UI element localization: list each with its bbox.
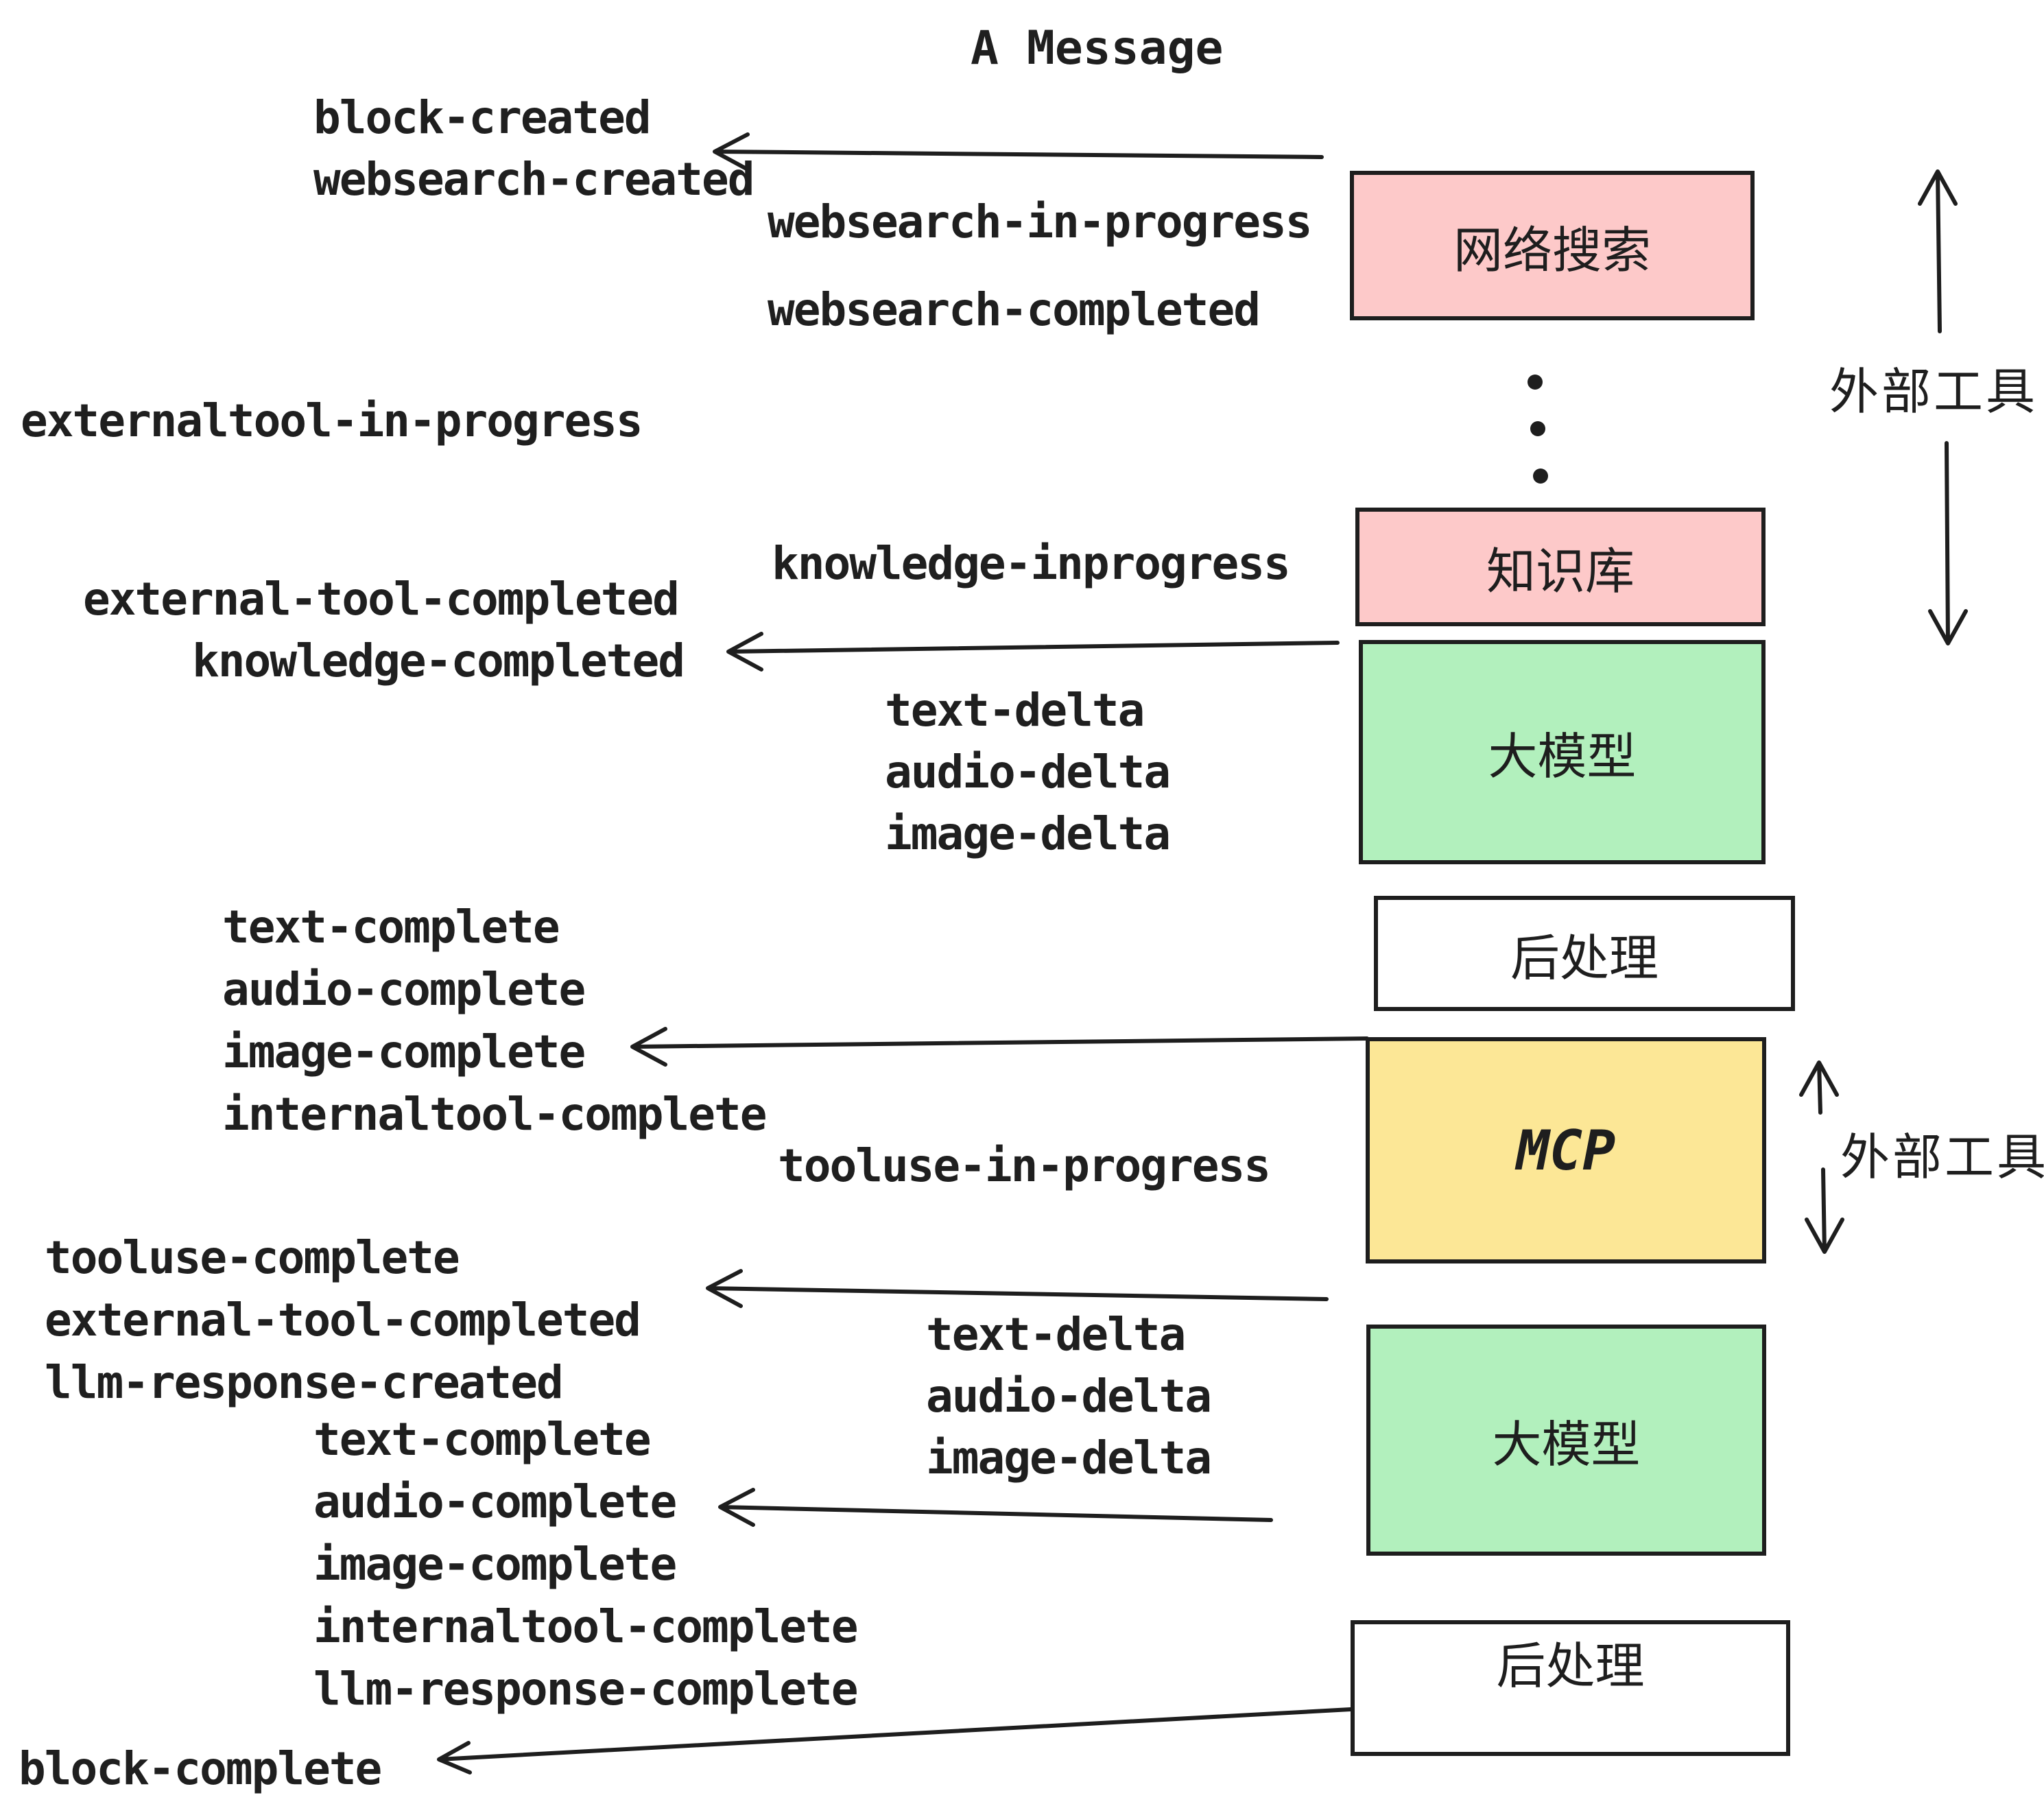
event-label-text-complete-1: text-complete — [222, 901, 560, 953]
event-label-websearch-completed: websearch-completed — [768, 283, 1261, 336]
event-label-image-complete-2: image-complete — [313, 1538, 677, 1591]
event-label-audio-complete-2: audio-complete — [313, 1475, 677, 1528]
event-label-text-delta-2: text-delta — [926, 1308, 1186, 1361]
event-label-knowledge-inprogress: knowledge-inprogress — [772, 537, 1291, 590]
event-label-audio-complete-1: audio-complete — [222, 963, 586, 1016]
arrow-to-audio-complete — [718, 1488, 1273, 1527]
event-label-audio-delta-2: audio-delta — [926, 1370, 1212, 1423]
box-label: 大模型 — [1488, 730, 1637, 785]
event-label-websearch-created: websearch-created — [313, 153, 755, 206]
box-label: 网络搜索 — [1453, 223, 1651, 278]
event-label-internaltool-complete-2: internaltool-complete — [313, 1600, 858, 1653]
event-label-block-complete: block-complete — [19, 1742, 382, 1795]
arrow-to-knowledge-completed — [726, 632, 1340, 672]
ellipsis-dots — [1528, 375, 1548, 484]
event-label-image-delta-2: image-delta — [926, 1432, 1212, 1484]
box-label: MCP — [1516, 1118, 1616, 1183]
box-label: 后处理 — [1496, 1639, 1645, 1694]
event-label-external-tool-completed-2: external-tool-completed — [45, 1294, 641, 1346]
event-label-text-delta-1: text-delta — [885, 684, 1145, 737]
arrow-to-tooluse-complete — [706, 1269, 1329, 1308]
external-tools-mid-down-arrow — [1805, 1167, 1844, 1254]
diagram-title: A Message — [971, 21, 1224, 75]
event-label-llm-response-complete: llm-response-complete — [313, 1663, 858, 1716]
box-label: 大模型 — [1492, 1418, 1641, 1473]
event-label-text-complete-2: text-complete — [313, 1413, 652, 1466]
external-tools-annotation-mid: 外部工具 — [1840, 1130, 2044, 1185]
box-post-processing-2: 后处理 — [1351, 1620, 1790, 1756]
arrow-to-block-created — [713, 132, 1324, 171]
event-label-image-complete-1: image-complete — [222, 1025, 586, 1078]
event-label-externaltool-in-progress: externaltool-in-progress — [21, 394, 643, 447]
arrow-to-image-complete — [630, 1027, 1369, 1067]
box-label: 后处理 — [1510, 931, 1659, 986]
box-mcp: MCP — [1366, 1037, 1766, 1263]
external-tools-mid-up-arrow — [1799, 1060, 1839, 1115]
external-tools-top-down-arrow — [1928, 441, 1968, 645]
box-llm-1: 大模型 — [1359, 640, 1766, 864]
event-label-block-created: block-created — [313, 91, 652, 144]
event-label-websearch-in-progress: websearch-in-progress — [768, 195, 1312, 248]
event-label-external-tool-completed: external-tool-completed — [83, 573, 680, 626]
arrow-to-block-complete — [437, 1707, 1353, 1775]
box-label: 知识库 — [1486, 545, 1635, 600]
event-label-tooluse-complete: tooluse-complete — [45, 1231, 460, 1284]
external-tools-top-up-arrow — [1918, 169, 1958, 333]
event-label-tooluse-in-progress: tooluse-in-progress — [778, 1139, 1271, 1192]
event-label-knowledge-completed: knowledge-completed — [192, 634, 685, 687]
box-websearch: 网络搜索 — [1350, 171, 1755, 320]
event-label-llm-response-created: llm-response-created — [45, 1356, 564, 1409]
event-label-internaltool-complete-1: internaltool-complete — [222, 1088, 767, 1141]
event-label-audio-delta-1: audio-delta — [885, 746, 1171, 798]
box-llm-2: 大模型 — [1366, 1325, 1766, 1556]
event-label-image-delta-1: image-delta — [885, 807, 1171, 860]
box-knowledge: 知识库 — [1355, 508, 1766, 626]
box-post-processing-1: 后处理 — [1374, 896, 1795, 1011]
external-tools-annotation-top: 外部工具 — [1829, 365, 2039, 420]
